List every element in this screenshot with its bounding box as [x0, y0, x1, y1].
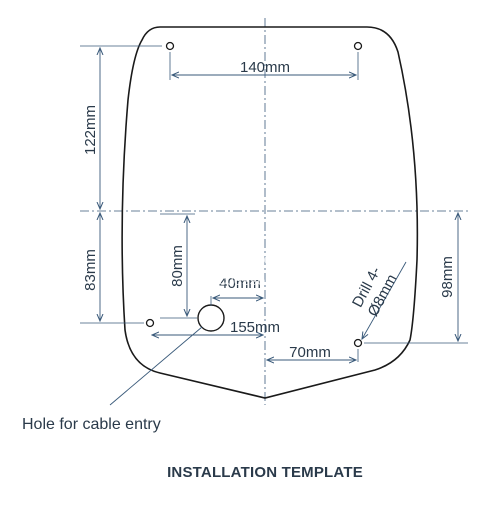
mounting-hole-top-right — [353, 41, 363, 51]
mounting-hole-bottom-left — [145, 318, 155, 328]
dim-label-83: 83mm — [82, 249, 99, 291]
mounting-hole-bottom-right — [353, 338, 363, 348]
cable-entry-callout: Hole for cable entry — [22, 416, 161, 433]
dim-label-155: 155mm — [230, 319, 280, 336]
dim-label-98: 98mm — [439, 256, 456, 298]
dim-label-80: 80mm — [169, 245, 186, 287]
mounting-hole-top-left — [165, 41, 175, 51]
diagram-title: INSTALLATION TEMPLATE — [167, 464, 363, 481]
extension-lines — [80, 45, 468, 362]
template-outline — [121, 26, 419, 399]
watermark-line-2: accessories — [210, 272, 289, 289]
cable-hole-leader — [109, 326, 203, 406]
drill-leader — [362, 261, 407, 339]
dim-label-70: 70mm — [289, 344, 331, 361]
watermark-line-1: washroom — [214, 251, 284, 268]
dim-label-140: 140mm — [240, 59, 290, 76]
dim-label-122: 122mm — [82, 105, 99, 155]
drill-spec-label: Drill 4-Ø8mm — [349, 263, 401, 319]
svg-text:Drill 4-Ø8mm: Drill 4-Ø8mm — [349, 263, 401, 319]
dim-label-40: 40mm — [219, 275, 261, 292]
